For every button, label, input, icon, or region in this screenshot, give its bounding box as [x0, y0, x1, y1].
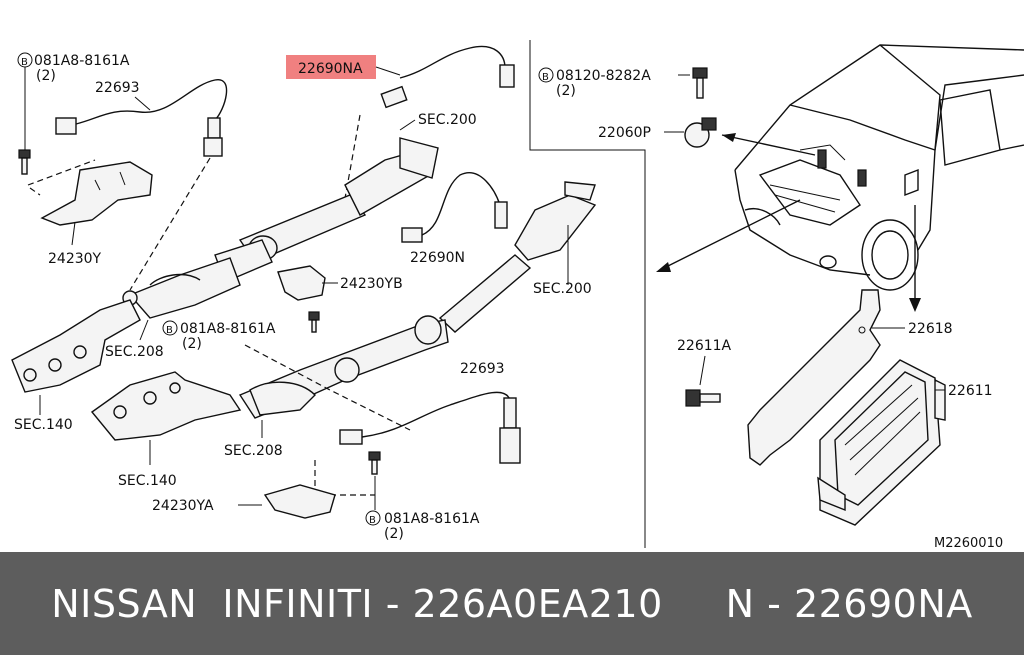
label-081A8-mid: 081A8-8161A	[180, 321, 276, 337]
diagram-code: M2260010	[934, 536, 1003, 551]
bolt-symbol-letter: B	[542, 72, 549, 83]
label-08120: 08120-8282A	[556, 68, 651, 84]
label-24230Y: 24230Y	[48, 251, 102, 267]
footer-bar: NISSAN INFINITI - 226A0EA210 N - 22690NA	[0, 552, 1024, 655]
label-22690NA: 22690NA	[298, 61, 363, 77]
heat-shield-24230Y-icon	[40, 161, 153, 226]
parts-diagram: B 081A8-8161A (2) 22693 24230Y 22690NA S…	[11, 40, 1024, 551]
bolt-symbol-letter: B	[369, 515, 376, 526]
bolt-icon	[685, 389, 721, 407]
ecm-module-22611-icon	[817, 359, 946, 526]
bolt-symbol-icon	[365, 510, 381, 526]
label-081A8-top-qty: (2)	[36, 68, 56, 84]
part-number-caption: NISSAN INFINITI - 226A0EA210 N - 22690NA	[51, 581, 973, 626]
oxygen-sensor-22690N-icon	[401, 172, 508, 243]
bracket-22618-icon	[747, 289, 881, 466]
label-24230YA: 24230YA	[152, 498, 214, 514]
lower-exhaust-pipe-icon	[238, 315, 449, 419]
label-22618: 22618	[908, 321, 953, 337]
label-08120-qty: (2)	[556, 83, 576, 99]
bolt-symbol-icon	[538, 67, 554, 83]
oxygen-sensor-22693-bottom-icon	[339, 391, 521, 464]
label-24230YB: 24230YB	[340, 276, 403, 292]
oxygen-sensor-22693-top-icon	[55, 79, 228, 291]
bolt-symbol-letter: B	[166, 325, 173, 336]
label-sec140-top: SEC.140	[14, 417, 73, 433]
front-catalyst-left-icon	[122, 257, 241, 319]
label-sec208-bottom: SEC.208	[224, 443, 283, 459]
bolt-icon	[18, 149, 31, 175]
exhaust-manifold-right-icon	[90, 371, 242, 441]
heat-shield-24230YB-icon	[277, 265, 326, 301]
section-divider	[529, 40, 646, 548]
vehicle-illustration-icon	[734, 44, 1024, 291]
heat-shield-24230YA-icon	[263, 484, 336, 519]
label-22693-top: 22693	[95, 80, 140, 96]
label-22611A: 22611A	[677, 338, 732, 354]
label-sec208-top: SEC.208	[105, 344, 164, 360]
label-081A8-bottom-qty: (2)	[384, 526, 404, 542]
highlight-22690NA	[286, 55, 376, 79]
front-catalyst-right-icon	[438, 181, 597, 333]
knock-sensor-22060P-icon	[684, 117, 717, 148]
label-22060P: 22060P	[598, 125, 651, 141]
label-22690N: 22690N	[410, 250, 465, 266]
label-sec200-top: SEC.200	[418, 112, 477, 128]
exhaust-manifold-left-icon	[11, 299, 141, 393]
bolt-symbol-icon	[162, 320, 178, 336]
upper-exhaust-pipe-icon	[214, 137, 439, 283]
label-22693-bottom: 22693	[460, 361, 505, 377]
label-sec140-bottom: SEC.140	[118, 473, 177, 489]
bolt-symbol-letter: B	[21, 57, 28, 68]
label-22611: 22611	[948, 383, 993, 399]
label-081A8-top: 081A8-8161A	[34, 53, 130, 69]
bolt-icon	[692, 67, 708, 99]
label-081A8-mid-qty: (2)	[182, 336, 202, 352]
bolt-icon	[308, 311, 320, 333]
label-081A8-bottom: 081A8-8161A	[384, 511, 480, 527]
label-sec200-mid: SEC.200	[533, 281, 592, 297]
bolt-icon	[368, 451, 381, 475]
